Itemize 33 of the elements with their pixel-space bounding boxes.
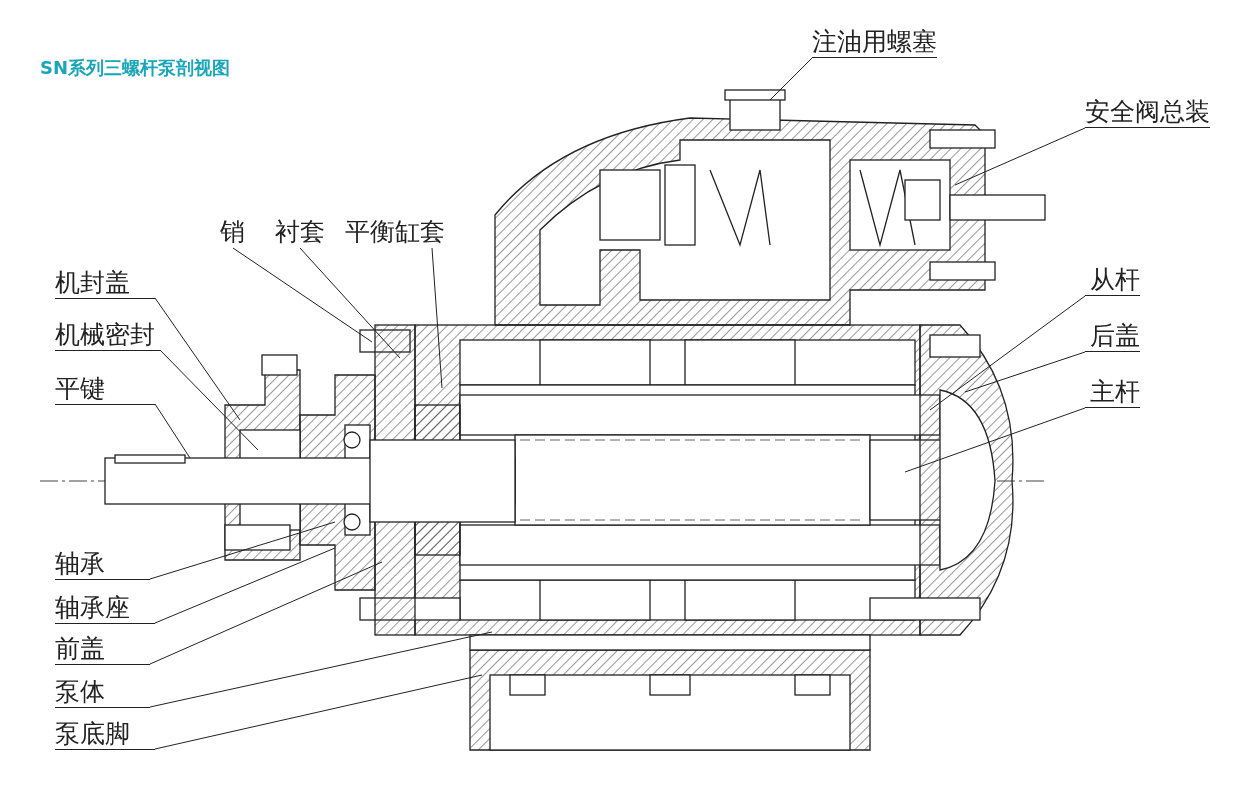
leader-line <box>964 351 1086 393</box>
part-label: 主杆 <box>1085 377 1140 408</box>
leader-line <box>929 295 1086 411</box>
leader-line <box>149 631 493 708</box>
part-label: 后盖 <box>1085 321 1140 352</box>
part-label: 销 <box>220 217 245 247</box>
leader-line <box>299 247 401 359</box>
part-label: 前盖 <box>55 634 150 665</box>
leader-line <box>154 674 483 750</box>
leader-line <box>154 403 191 459</box>
part-label: 平衡缸套 <box>345 217 445 247</box>
part-label: 泵底脚 <box>55 719 155 750</box>
part-label: 衬套 <box>275 217 325 247</box>
part-label: 轴承座 <box>55 593 155 624</box>
leader-line <box>154 547 336 624</box>
part-label: 安全阀总装 <box>1085 97 1210 128</box>
leader-line <box>769 57 813 101</box>
part-label: 平键 <box>55 374 155 405</box>
diagram-title: SN系列三螺杆泵剖视图 <box>40 56 231 80</box>
leader-line <box>149 561 383 665</box>
part-label: 泵体 <box>55 677 150 708</box>
part-label: 从杆 <box>1085 265 1140 296</box>
part-label: 机械密封 <box>55 320 160 351</box>
part-label: 机封盖 <box>55 268 155 299</box>
leader-line <box>954 127 1086 186</box>
leader-line <box>431 247 443 389</box>
leader-line <box>232 247 373 343</box>
part-label: 注油用螺塞 <box>812 27 937 58</box>
part-label: 轴承 <box>55 549 150 580</box>
leader-line <box>149 521 336 580</box>
leader-line <box>159 349 259 451</box>
leader-line <box>154 297 241 421</box>
leader-line <box>904 407 1086 473</box>
